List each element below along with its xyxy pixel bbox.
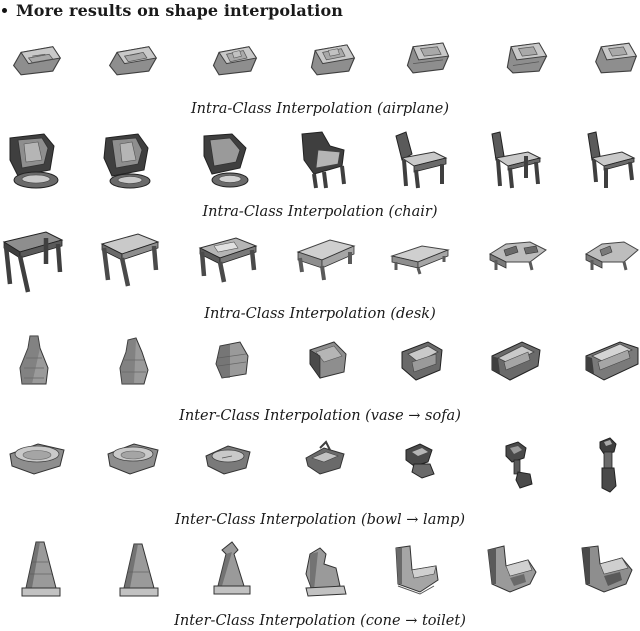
interpolated-shape [406, 42, 450, 74]
interpolated-shape [310, 44, 356, 76]
shape-row [0, 332, 640, 396]
interpolated-shape [205, 445, 251, 475]
interpolated-shape [215, 341, 249, 379]
shape-row [0, 130, 640, 194]
shape-row [0, 228, 640, 294]
interpolated-shape [19, 335, 49, 385]
interpolated-shape [305, 440, 345, 475]
interpolation-caption: Intra-Class Interpolation (chair) [202, 204, 438, 220]
interpolation-strip-vase-sofa: Inter-Class Interpolation (vase → sofa) [0, 332, 640, 428]
interpolated-shape [119, 337, 149, 385]
interpolated-shape [390, 245, 450, 275]
interpolated-shape [9, 443, 65, 475]
interpolated-shape [21, 541, 61, 597]
interpolated-shape [491, 341, 541, 381]
interpolated-shape [12, 46, 62, 76]
interpolated-shape [487, 545, 537, 593]
interpolated-shape [103, 133, 151, 189]
interpolated-shape [491, 131, 542, 189]
interpolated-shape [119, 543, 159, 597]
interpolation-caption: Intra-Class Interpolation (desk) [204, 306, 436, 322]
section-heading: More results on shape interpolation [0, 0, 343, 20]
interpolation-strip-chair: Intra-Class Interpolation (chair) [0, 130, 640, 226]
interpolated-shape [2, 231, 64, 293]
interpolated-shape [296, 239, 356, 281]
interpolated-shape [108, 46, 158, 76]
shape-row [0, 540, 640, 602]
interpolated-shape [584, 241, 639, 271]
interpolated-shape [9, 133, 59, 189]
interpolation-caption: Inter-Class Interpolation (cone → toilet… [174, 613, 466, 629]
interpolated-shape [395, 131, 448, 189]
shape-row [0, 436, 640, 500]
interpolated-shape [305, 547, 347, 597]
interpolation-strip-cone-toilet: Inter-Class Interpolation (cone → toilet… [0, 540, 640, 631]
interpolation-strip-airplane: Intra-Class Interpolation (airplane) [0, 30, 640, 122]
interpolated-shape [581, 545, 633, 593]
interpolated-shape [401, 341, 443, 381]
interpolated-shape [301, 131, 346, 189]
interpolated-shape [505, 441, 533, 489]
interpolated-shape [506, 42, 548, 74]
interpolated-shape [198, 237, 258, 283]
interpolated-shape [405, 443, 435, 479]
interpolated-shape [587, 131, 636, 188]
interpolation-caption: Inter-Class Interpolation (bowl → lamp) [174, 512, 466, 528]
interpolated-shape [213, 541, 251, 595]
interpolated-shape [585, 341, 639, 381]
interpolated-shape [488, 241, 547, 271]
interpolation-strip-desk: Intra-Class Interpolation (desk) [0, 228, 640, 326]
shape-row [0, 30, 640, 90]
interpolated-shape [203, 133, 249, 188]
interpolation-strip-bowl-lamp: Inter-Class Interpolation (bowl → lamp) [0, 436, 640, 532]
interpolation-caption: Inter-Class Interpolation (vase → sofa) [179, 408, 461, 424]
interpolated-shape [212, 46, 258, 76]
interpolated-shape [100, 233, 160, 287]
interpolated-shape [107, 443, 159, 475]
bullet-icon [2, 7, 7, 13]
section-heading-text: More results on shape interpolation [16, 0, 343, 20]
interpolated-shape [395, 545, 439, 595]
interpolated-shape [599, 437, 617, 493]
interpolated-shape [309, 341, 347, 379]
interpolated-shape [595, 42, 638, 74]
interpolation-caption: Intra-Class Interpolation (airplane) [190, 101, 450, 117]
